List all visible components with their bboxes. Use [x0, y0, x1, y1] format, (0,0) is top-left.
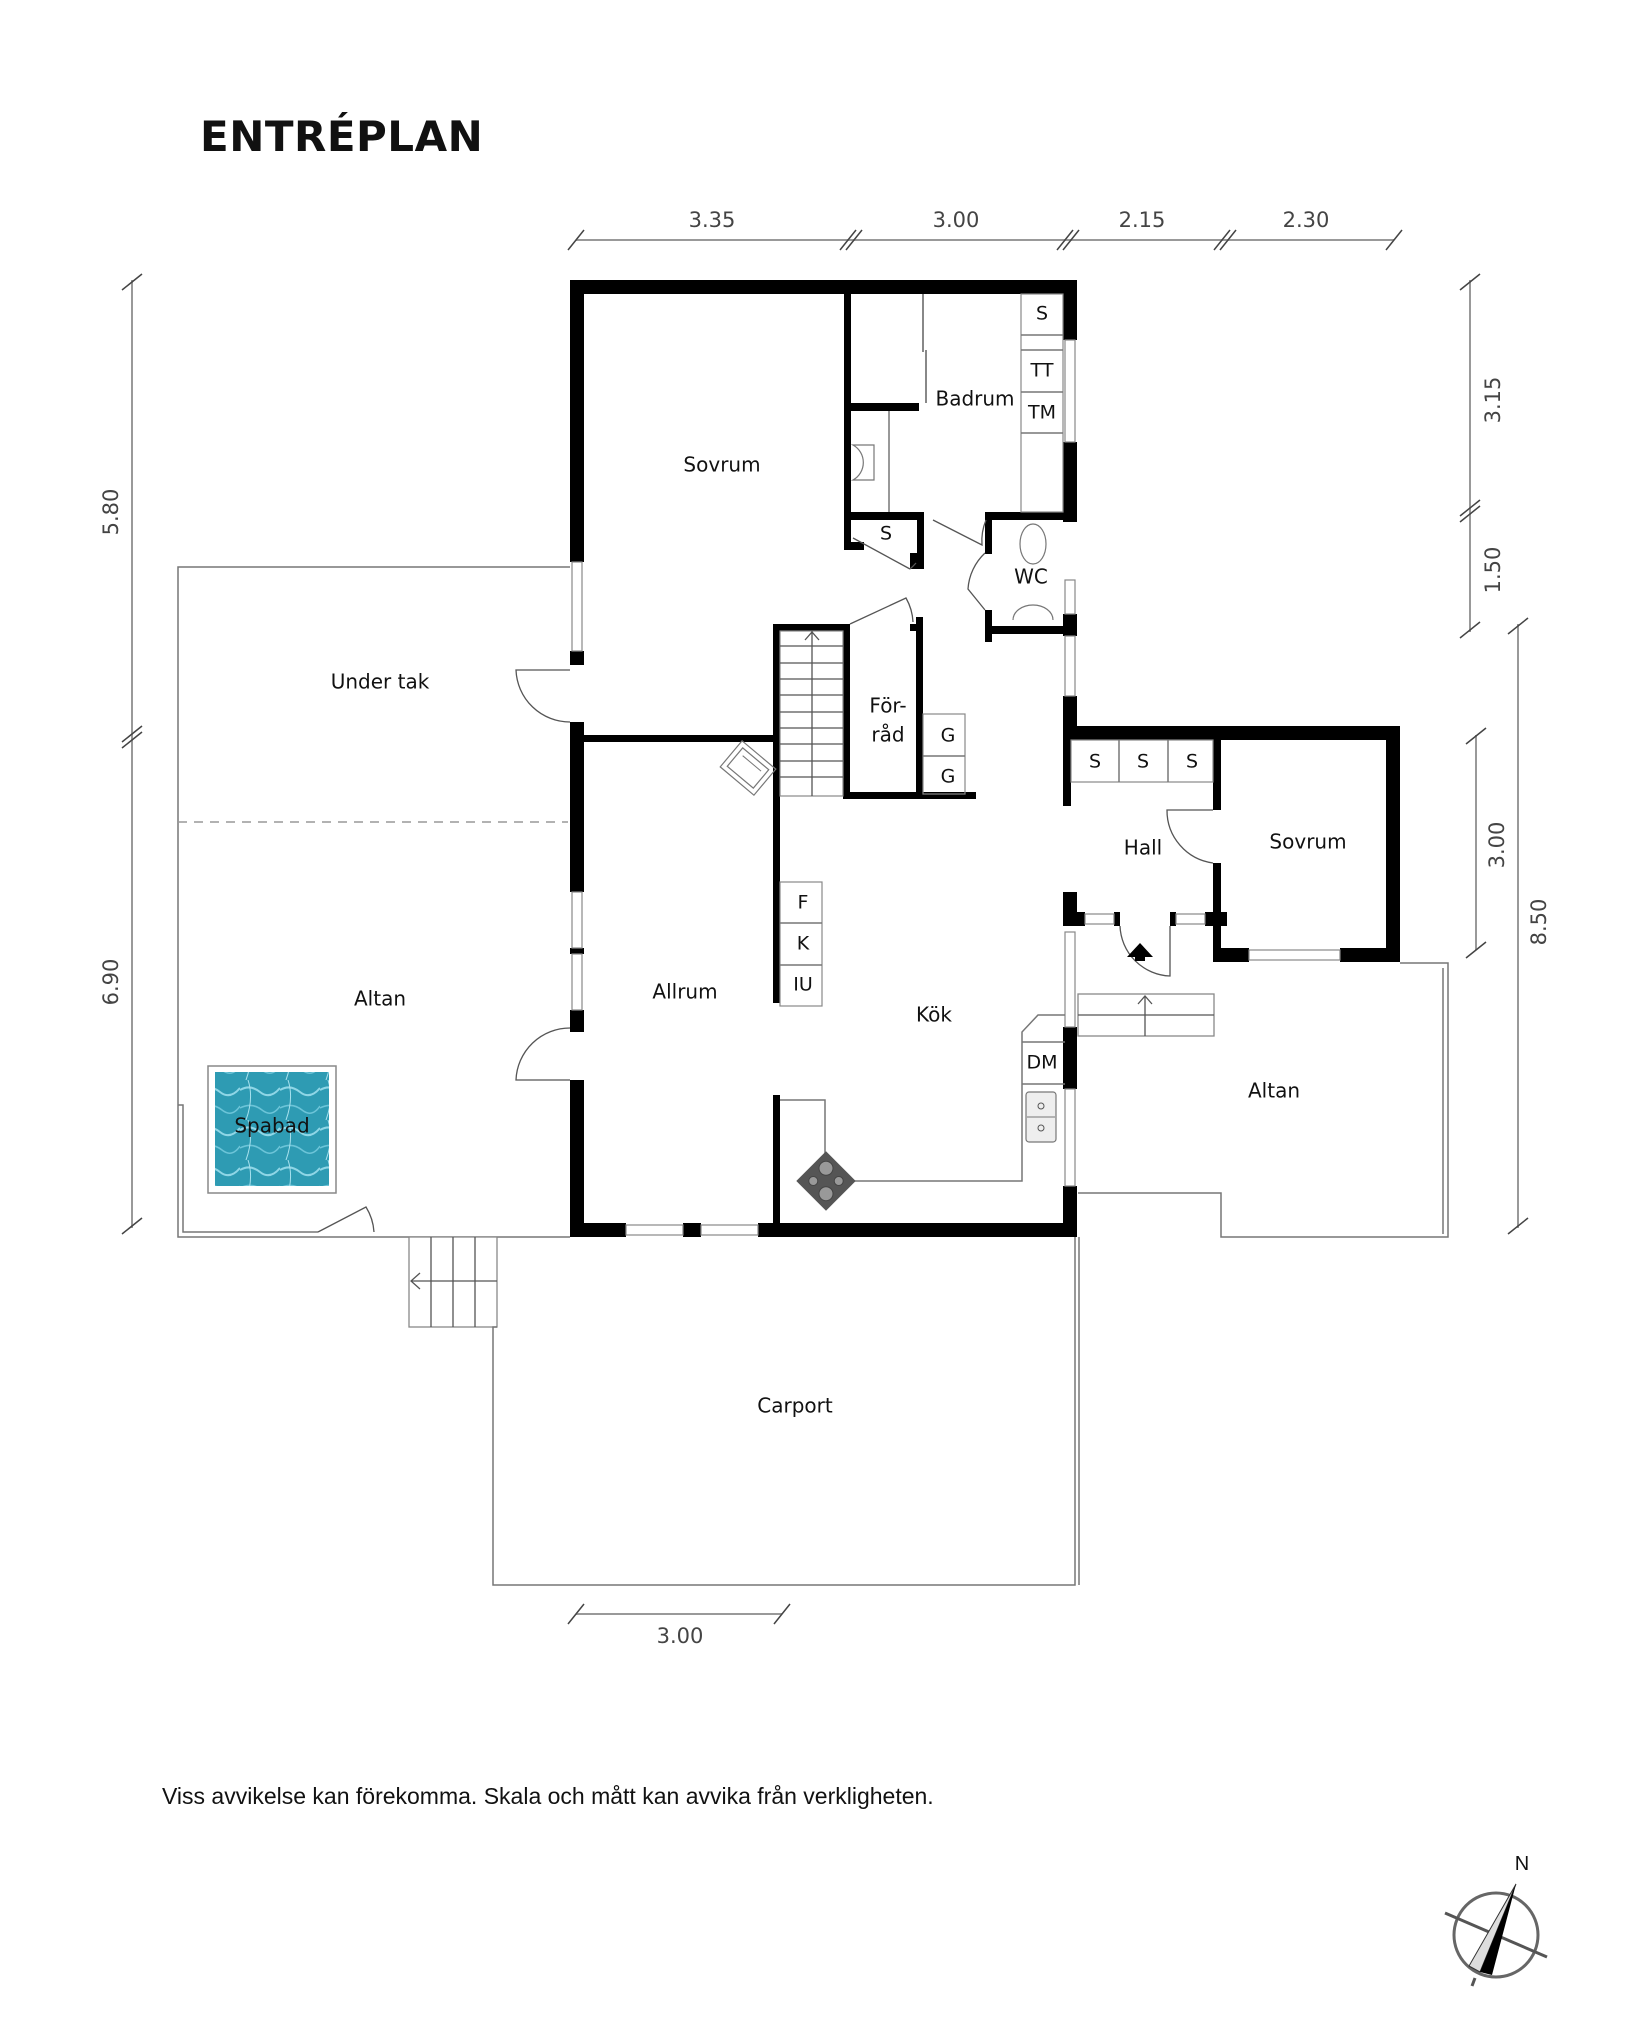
room-label-under-tak: Under tak [331, 670, 430, 694]
dimension-label: 1.50 [1481, 547, 1505, 594]
fixture-label-closet: S [880, 523, 892, 545]
dimension-label: 8.50 [1527, 899, 1551, 946]
badrum-fixtures [850, 293, 1064, 621]
room-label-spabad: Spabad [234, 1114, 309, 1138]
fixture-label-fridge: F [798, 892, 809, 914]
carport-outline [492, 1237, 1080, 1586]
left-deck-outline [177, 566, 570, 1238]
room-label-sovrum: Sovrum [683, 453, 760, 477]
door-closet [852, 537, 917, 570]
fixture-label-g: G [941, 725, 956, 747]
dimension-label: 3.00 [657, 1624, 704, 1648]
dimension-label: 3.00 [1485, 822, 1509, 869]
room-label-carport: Carport [757, 1394, 833, 1418]
room-label-hall: Hall [1124, 836, 1162, 860]
fixture-label-built-in-oven: IU [793, 974, 813, 996]
room-label-badrum: Badrum [935, 387, 1014, 411]
door-under-tak [515, 669, 571, 723]
windows [571, 339, 1341, 1236]
dimension-top: 3.35 3.00 2.15 2.30 [567, 208, 1403, 251]
dimension-right: 3.15 1.50 3.00 8.50 [1459, 273, 1551, 1235]
room-label-altan-right: Altan [1248, 1079, 1300, 1103]
door-deck-gate [317, 1206, 375, 1233]
interior-stairs[interactable] [779, 630, 844, 797]
stove-icon [796, 1151, 856, 1211]
interior-walls [570, 290, 1221, 1231]
dimension-label: 3.00 [933, 208, 980, 232]
dimension-label: 6.90 [99, 959, 123, 1006]
room-label-altan-left: Altan [354, 987, 406, 1011]
door-forrad [849, 597, 914, 625]
plan-title: ENTRÉPLAN [200, 112, 484, 161]
right-deck-outline [1078, 962, 1449, 1238]
fixture-label-dryer: TT [1030, 360, 1054, 382]
room-label-wc: WC [1014, 565, 1048, 589]
exterior-walls [570, 280, 1400, 1237]
room-label-forrad: råd [871, 723, 904, 747]
doors[interactable] [317, 519, 1214, 1233]
dimension-left: 5.80 6.90 [99, 273, 143, 1235]
fixture-label-storage: S [1036, 303, 1048, 325]
deck-stairs-left[interactable] [408, 1236, 498, 1328]
entrance-stairs[interactable] [1077, 993, 1215, 1037]
spabad [207, 1065, 337, 1194]
fixture-label-washer: TM [1027, 402, 1056, 424]
dimension-label: 3.15 [1481, 377, 1505, 424]
room-label-allrum: Allrum [652, 980, 717, 1004]
fixture-label-cooler: K [797, 933, 810, 955]
fixture-label-hall-closet: S [1089, 751, 1101, 773]
door-small-sovrum [1166, 809, 1214, 864]
dimension-label: 2.30 [1283, 208, 1330, 232]
entrance-arrow-icon [1127, 943, 1153, 961]
compass-icon: N [1444, 1853, 1548, 1987]
door-altan [515, 1027, 571, 1081]
dimension-label: 5.80 [99, 489, 123, 536]
door-wc [967, 552, 986, 611]
room-label-kok: Kök [916, 1003, 952, 1027]
room-label-sovrum-small: Sovrum [1269, 830, 1346, 854]
dimension-bottom: 3.00 [567, 1603, 791, 1648]
north-label: N [1515, 1853, 1529, 1875]
disclaimer-text: Viss avvikelse kan förekomma. Skala och … [162, 1783, 934, 1809]
fireplace-icon [719, 739, 777, 797]
dimension-label: 3.35 [689, 208, 736, 232]
dimension-label: 2.15 [1119, 208, 1166, 232]
door-badrum [932, 519, 987, 547]
fixture-label-dishwasher: DM [1026, 1052, 1057, 1074]
kitchen-fixtures [779, 713, 1214, 1182]
room-label-forrad: För- [869, 694, 906, 718]
door-entrance [1119, 925, 1171, 977]
fixture-label-hall-closet: S [1186, 751, 1198, 773]
fixture-label-g: G [941, 766, 956, 788]
fixture-label-hall-closet: S [1137, 751, 1149, 773]
